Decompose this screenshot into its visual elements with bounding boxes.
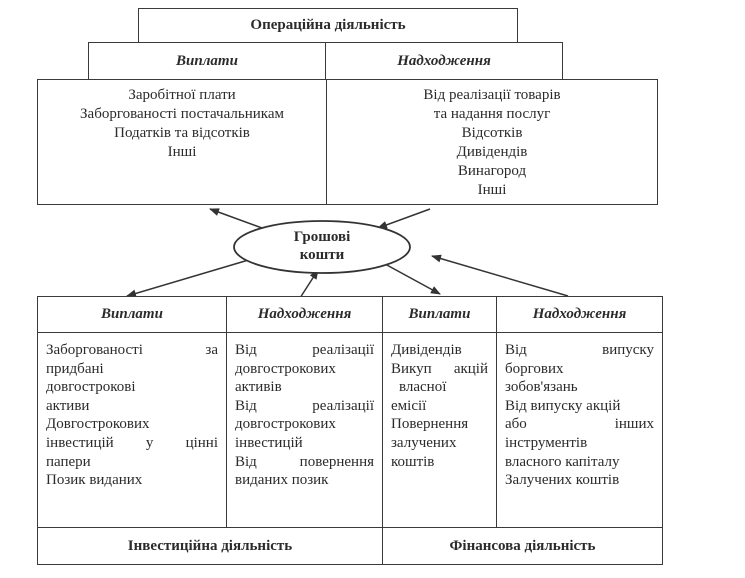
operating-payments-list: Заробітної плати Заборгованості постачал… xyxy=(37,79,327,205)
list-item: Заборгованості постачальникам xyxy=(80,106,284,122)
list-item: Відсотків xyxy=(461,125,523,141)
list-item: довгострокові xyxy=(46,379,136,396)
financing-receipts-list: Від випуску боргових зобов'язань Від вип… xyxy=(496,332,663,528)
list-item: Від реалізації товарів xyxy=(423,87,561,103)
cash-label-line2: кошти xyxy=(299,247,345,263)
list-item: інвестицій xyxy=(235,434,303,451)
list-item: Повернення xyxy=(391,416,469,433)
cash-ellipse xyxy=(233,220,411,274)
investing-receipts-list: Від реалізації довгострокових активів Ві… xyxy=(226,332,383,528)
operating-activity-title: Операційна діяльність xyxy=(138,8,518,43)
list-item: Залучених коштів xyxy=(505,472,620,489)
list-item: Від реалізації xyxy=(235,397,374,414)
arrow-from-financing xyxy=(431,254,569,297)
list-item: Від випуску акцій xyxy=(505,397,621,414)
list-item: власної xyxy=(399,379,447,396)
cash-label: Грошові кошти xyxy=(252,228,392,264)
operating-receipts-header: Надходження xyxy=(325,42,563,80)
cash-label-line1: Грошові xyxy=(293,229,351,245)
operating-receipts-header-text: Надходження xyxy=(397,52,491,69)
arrow-from-operating-receipts xyxy=(377,208,431,229)
list-item: Дивідендів xyxy=(456,144,528,160)
arrow-to-investing xyxy=(126,255,263,298)
list-item: Викуп акцій xyxy=(391,360,488,377)
arrow-to-operating-payments xyxy=(209,208,263,229)
list-item: активів xyxy=(235,379,282,396)
investing-payments-list: Заборгованості за придбані довгострокові… xyxy=(37,332,227,528)
financing-receipts-header: Надходження xyxy=(496,296,663,333)
arrow-to-financing xyxy=(384,263,441,295)
list-item: довгострокових xyxy=(235,360,336,377)
list-item: зобов'язань xyxy=(505,379,578,396)
list-item: папери xyxy=(46,453,91,470)
operating-receipts-list: Від реалізації товарів та надання послуг… xyxy=(326,79,658,205)
list-item: Позик виданих xyxy=(46,472,143,489)
list-item: Довгострокових xyxy=(46,416,150,433)
investing-activity-title: Інвестиційна діяльність xyxy=(37,527,383,565)
list-item: та надання послуг xyxy=(433,106,551,122)
financing-title-text: Фінансова діяльність xyxy=(449,537,596,554)
investing-payments-header-text: Виплати xyxy=(101,306,163,322)
list-item: довгострокових xyxy=(235,416,336,433)
list-item: Податків та відсотків xyxy=(114,125,250,141)
financing-payments-list: Дивідендів Викуп акцій власної емісії По… xyxy=(382,332,497,528)
list-item: або інших xyxy=(505,416,654,433)
list-item: власного капіталу xyxy=(505,453,620,470)
investing-receipts-header-text: Надходження xyxy=(257,306,352,322)
list-item: виданих позик xyxy=(235,472,329,489)
list-item: Дивідендів xyxy=(391,342,462,358)
operating-title-text: Операційна діяльність xyxy=(250,17,406,33)
list-item: придбані xyxy=(46,360,104,377)
list-item: Від повернення xyxy=(235,453,374,470)
list-item: активи xyxy=(46,397,90,414)
arrow-from-investing xyxy=(299,269,319,299)
list-item: Від реалізації xyxy=(235,342,374,358)
investing-title-text: Інвестиційна діяльність xyxy=(127,537,293,554)
list-item: Інші xyxy=(477,182,507,198)
financing-payments-header: Виплати xyxy=(382,296,497,333)
operating-payments-header-text: Виплати xyxy=(176,52,238,69)
list-item: емісії xyxy=(391,397,427,414)
list-item: Інші xyxy=(167,144,197,160)
investing-receipts-header: Надходження xyxy=(226,296,383,333)
financing-payments-header-text: Виплати xyxy=(408,306,471,322)
list-item: інструментів xyxy=(505,434,588,451)
financing-receipts-header-text: Надходження xyxy=(532,306,627,322)
financing-activity-title: Фінансова діяльність xyxy=(382,527,663,565)
investing-payments-header: Виплати xyxy=(37,296,227,333)
list-item: Від випуску xyxy=(505,342,654,358)
list-item: боргових xyxy=(505,360,564,377)
list-item: Заробітної плати xyxy=(128,87,236,103)
list-item: коштів xyxy=(391,453,435,470)
list-item: інвестицій у цінні xyxy=(46,434,218,451)
list-item: залучених xyxy=(391,434,457,451)
list-item: Заборгованості за xyxy=(46,342,218,358)
list-item: Винагород xyxy=(457,163,527,179)
